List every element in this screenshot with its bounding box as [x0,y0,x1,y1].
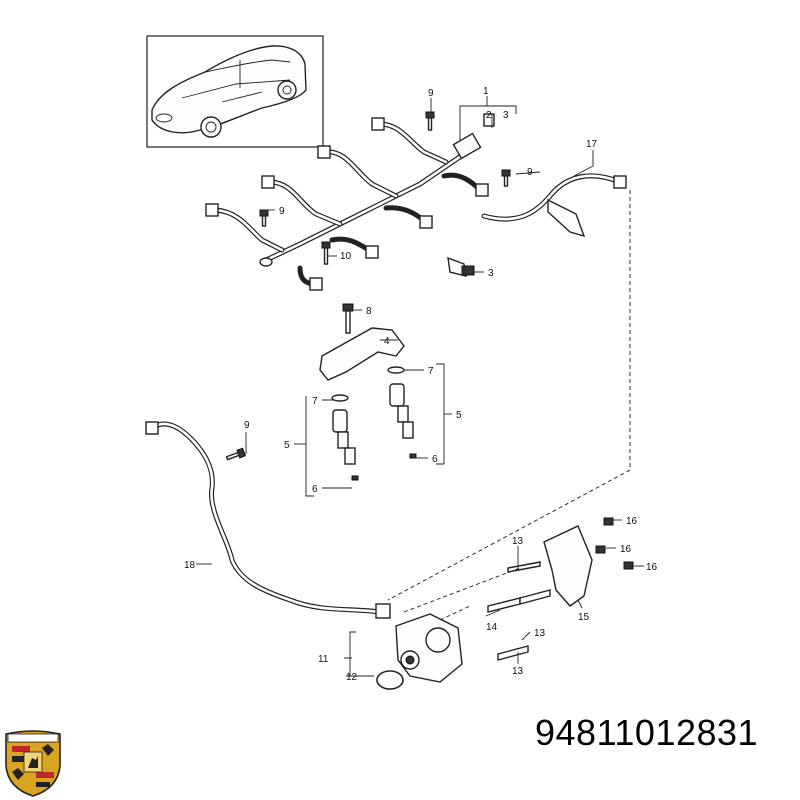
fuel-rail-assembly [205,117,627,291]
callout-3-top: 3 [503,110,509,121]
callout-16-c: 16 [646,562,658,573]
bracket [319,327,405,381]
fuel-line [145,421,391,619]
leader-lines [196,96,644,677]
callout-15: 15 [578,612,590,623]
callout-11: 11 [318,654,329,665]
callout-10: 10 [340,251,352,262]
callout-3-sensor: 3 [488,268,494,279]
callout-6-left: 6 [312,484,318,495]
fuel-pump [376,613,463,690]
callout-7-right: 7 [428,366,434,377]
callout-13-c: 13 [512,666,524,677]
callout-18: 18 [184,560,196,571]
callout-5-left: 5 [284,440,290,451]
callout-9-c: 9 [527,167,533,178]
callout-16-b: 16 [620,544,632,555]
callout-16-a: 16 [626,516,638,527]
callout-9-b: 9 [279,206,285,217]
studs-and-bracket [487,517,634,661]
callout-labels: 1 2 3 9 9 9 10 3 17 8 4 7 5 6 7 5 6 9 18… [184,86,658,683]
part-number: 94811012831 [535,712,759,753]
callout-9-d: 9 [244,420,250,431]
pressure-sensor [447,256,475,277]
callout-9-a: 9 [428,88,434,99]
callout-7-left: 7 [312,396,318,407]
callout-12: 12 [346,672,358,683]
callout-17: 17 [586,139,598,150]
callout-4: 4 [384,336,390,347]
injector-right [387,366,417,459]
callout-14: 14 [486,622,498,633]
callout-13-a: 13 [512,536,524,547]
callout-6-right: 6 [432,454,438,465]
callout-5-right: 5 [456,410,462,421]
callout-13-b: 13 [534,628,546,639]
callout-1: 1 [483,86,489,97]
porsche-crest-icon [5,730,61,797]
injector-left [331,394,359,481]
car-thumbnail [146,35,324,148]
callout-2: 2 [486,110,492,121]
callout-8: 8 [366,306,372,317]
bolts [225,111,511,461]
